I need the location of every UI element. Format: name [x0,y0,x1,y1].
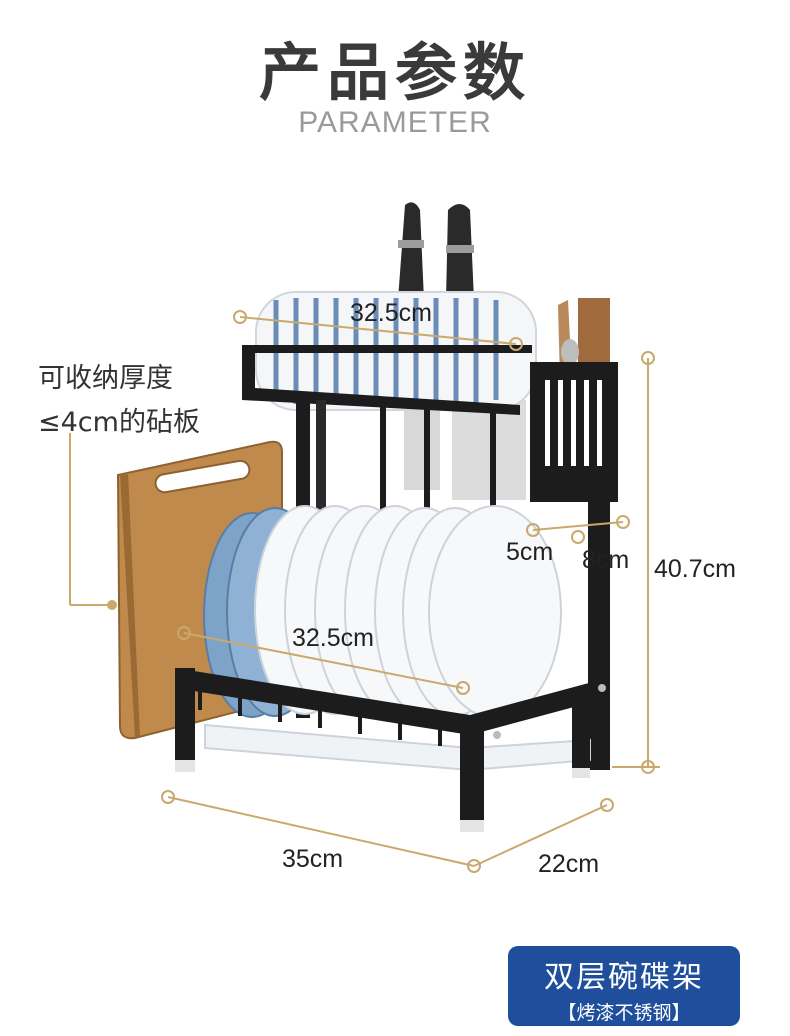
board-capacity-line1: 可收纳厚度 [38,363,173,394]
page-subtitle: PARAMETER [298,106,492,139]
bottom-plates [203,505,562,719]
dim-depth: 22cm [538,850,600,878]
badge-title: 双层碗碟架 [544,960,704,995]
page-title: 产品参数 [258,36,531,109]
utensil-holder [530,298,618,770]
dim-holder-b: 8cm [582,546,630,574]
badge-subtitle: 【烤漆不锈钢】 [557,1002,691,1024]
bottom-frame [175,668,606,832]
dim-height: 40.7cm [654,555,736,583]
product-badge: 双层碗碟架 【烤漆不锈钢】 [508,946,740,1026]
knives [398,202,526,500]
dim-length: 35cm [282,845,344,873]
dimension-lines [69,310,660,873]
dim-top-width: 32.5cm [350,299,432,327]
dim-holder-a: 5cm [506,538,554,566]
board-capacity-line2: ≤4cm的砧板 [38,407,200,438]
dim-bottom-width: 32.5cm [292,624,374,652]
